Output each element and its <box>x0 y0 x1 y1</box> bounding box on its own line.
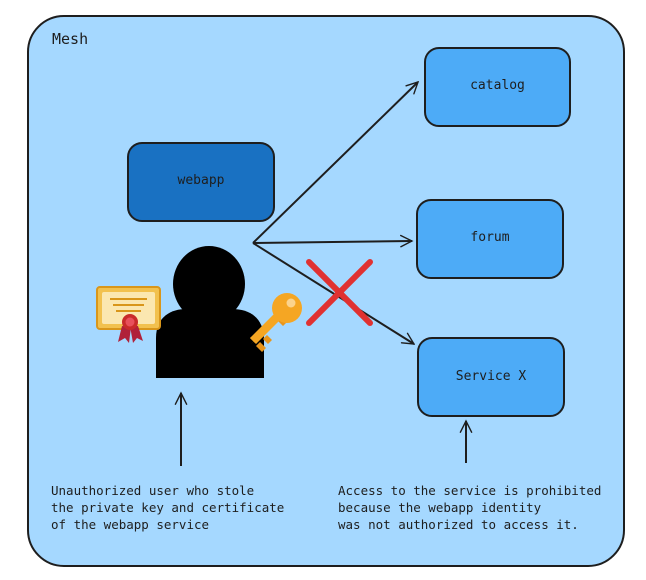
webapp-box <box>127 142 275 222</box>
service-x-label: Service X <box>455 369 527 384</box>
red-cross-icon <box>306 259 373 326</box>
mesh-label: Mesh <box>52 30 89 48</box>
arrow-to-forum <box>252 241 412 243</box>
forum-box <box>416 199 564 279</box>
attacker-note-line: the private key and certificate <box>51 500 285 515</box>
forum-label: forum <box>470 230 510 245</box>
service-x-box <box>417 337 565 417</box>
user-silhouette-icon <box>156 246 264 378</box>
arrow-to-catalog <box>252 82 418 244</box>
certificate-icon <box>96 286 161 343</box>
arrow-to-service-x <box>252 242 414 345</box>
catalog-box <box>424 47 571 127</box>
denied-note-line: Access to the service is prohibited <box>338 483 602 498</box>
webapp-label: webapp <box>177 173 225 188</box>
attacker-note-line: of the webapp service <box>51 517 210 532</box>
denied-note-line: was not authorized to access it. <box>338 517 579 532</box>
denied-note-line: because the webapp identity <box>338 500 542 515</box>
catalog-label: catalog <box>470 78 525 93</box>
denied-note: Access to the service is prohibited beca… <box>338 482 601 533</box>
key-icon <box>250 293 302 352</box>
attacker-note: Unauthorized user who stole the private … <box>51 482 284 533</box>
attacker-note-line: Unauthorized user who stole <box>51 483 255 498</box>
